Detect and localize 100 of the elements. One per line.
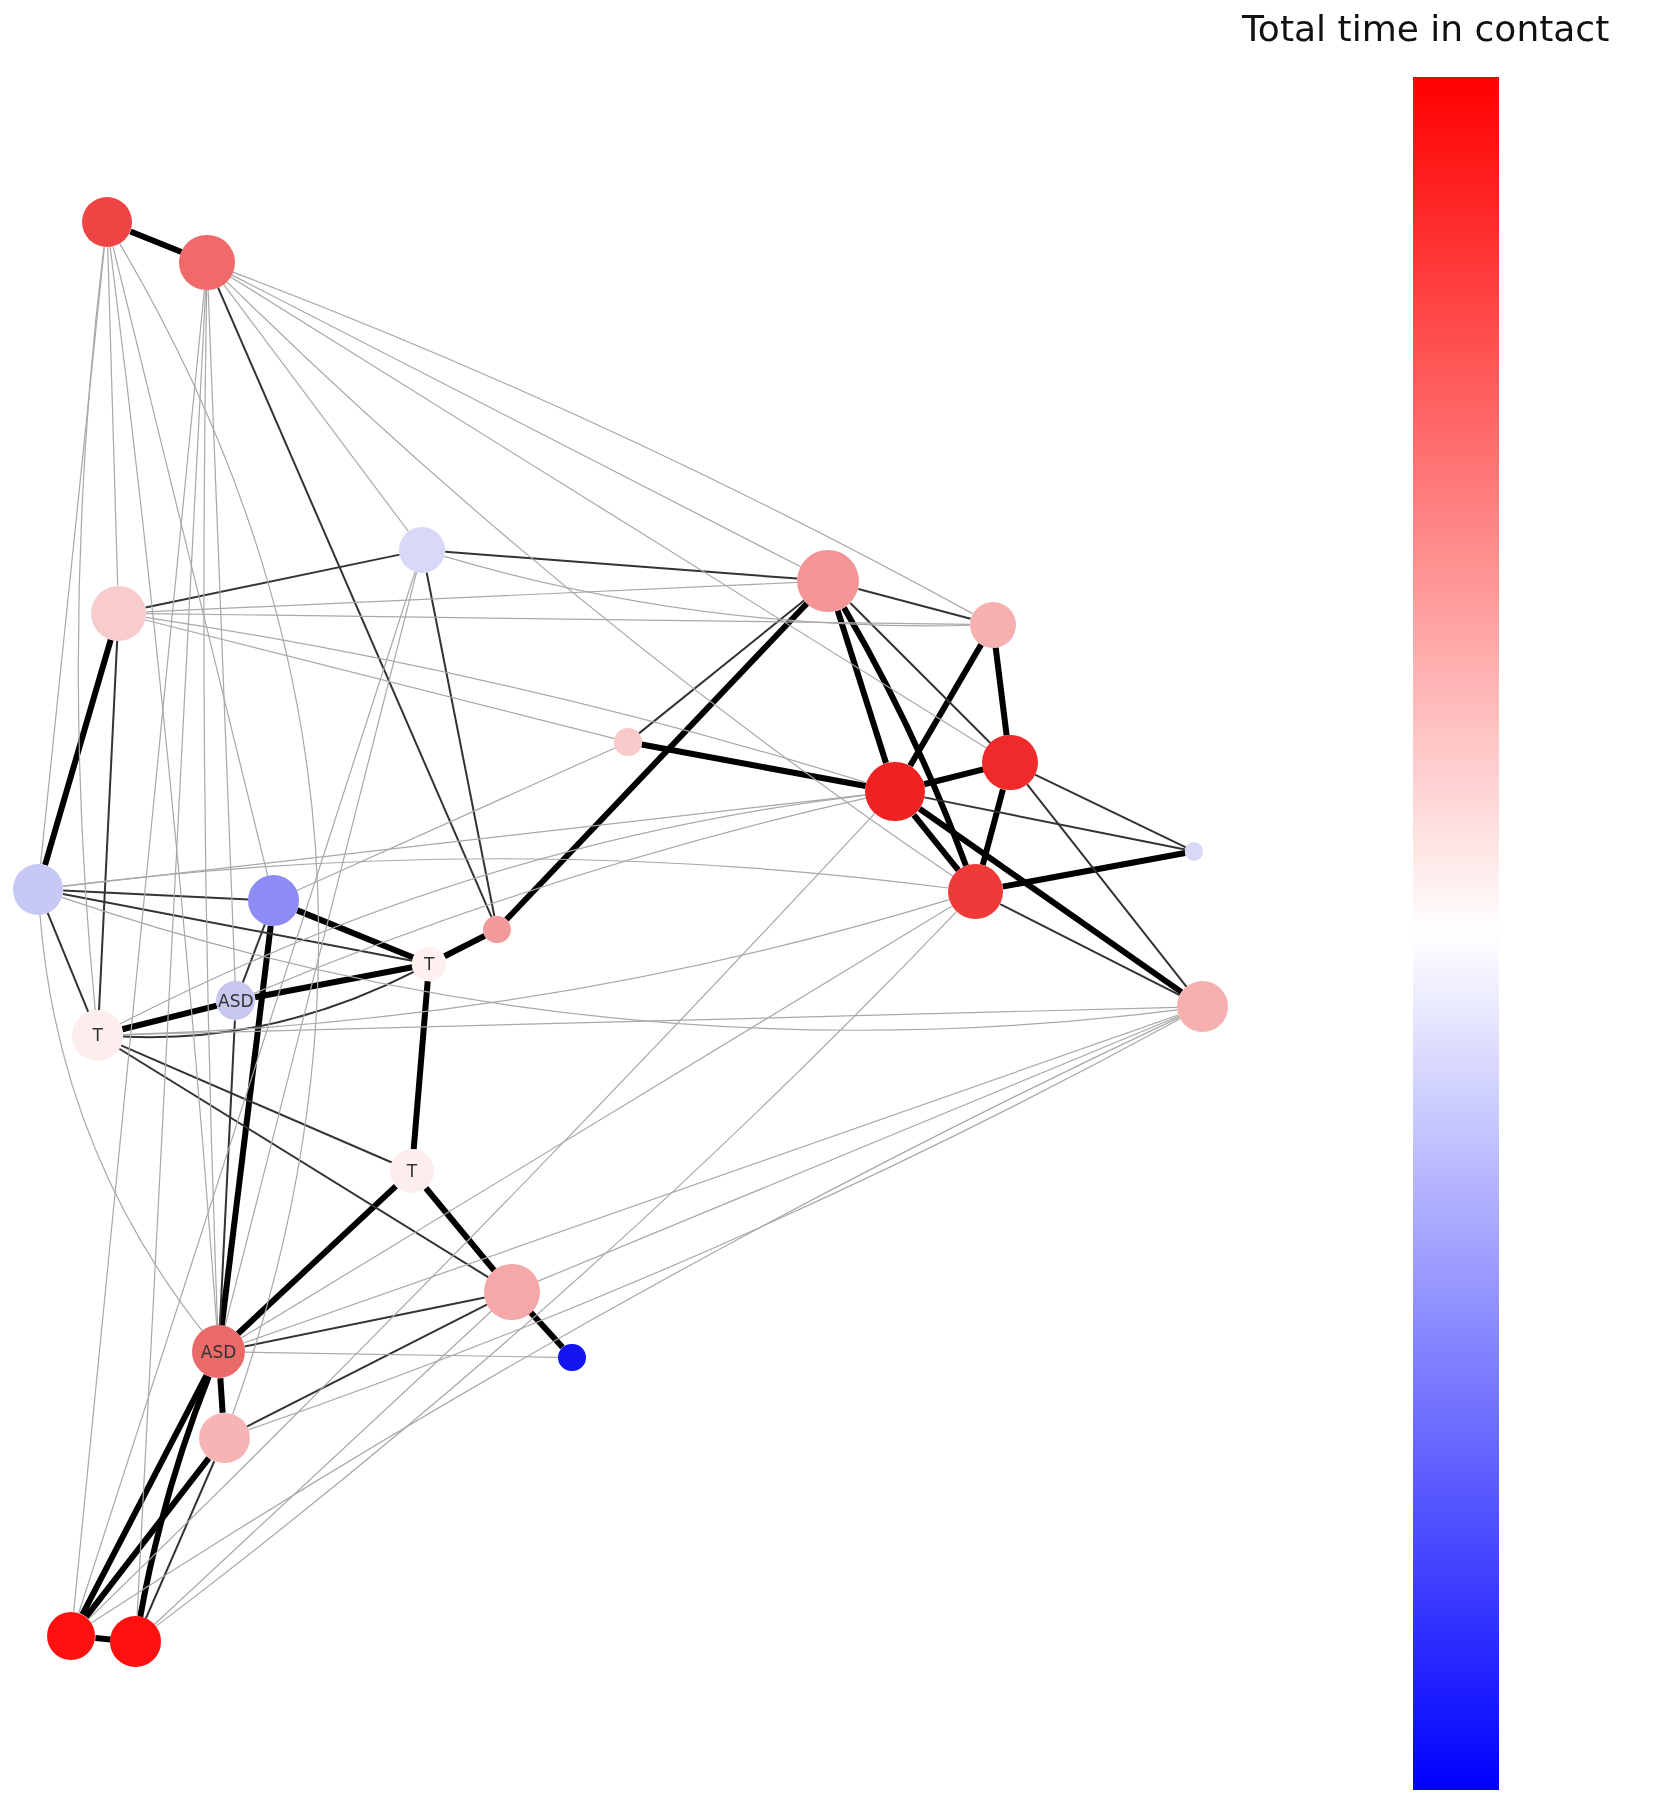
network-edge bbox=[423, 1186, 497, 1273]
network-edge bbox=[90, 1016, 1180, 1624]
network-edge bbox=[999, 903, 1181, 997]
network-edge bbox=[145, 612, 971, 625]
network-edge bbox=[247, 1018, 1181, 1431]
network-edge bbox=[62, 858, 949, 889]
network-edge bbox=[88, 812, 876, 1620]
network-node bbox=[982, 735, 1038, 791]
network-edge bbox=[841, 606, 969, 867]
network-edge bbox=[121, 1002, 218, 1033]
network-edge bbox=[243, 1296, 486, 1348]
network-node bbox=[1176, 981, 1228, 1032]
network-node bbox=[614, 728, 642, 756]
network-edge bbox=[207, 289, 236, 982]
network-edge bbox=[83, 1456, 212, 1619]
network-node bbox=[557, 1343, 586, 1372]
network-edge bbox=[223, 283, 410, 533]
network-edge bbox=[1033, 773, 1187, 849]
network-edge bbox=[120, 1044, 393, 1164]
network-edge bbox=[425, 571, 496, 917]
network-edge bbox=[136, 289, 207, 1617]
network-edge bbox=[231, 274, 802, 568]
network-edge bbox=[244, 1351, 559, 1358]
network-node: T bbox=[411, 946, 447, 982]
network-edge bbox=[1026, 783, 1188, 988]
network-edge bbox=[107, 246, 119, 587]
network-edge bbox=[153, 1310, 493, 1626]
network-edge bbox=[229, 276, 988, 749]
network-edge bbox=[242, 1014, 1179, 1344]
network-edge bbox=[245, 1303, 489, 1428]
network-edge bbox=[235, 1183, 398, 1336]
network-edge bbox=[218, 925, 274, 1326]
network-edge bbox=[39, 913, 203, 1332]
network-edge bbox=[119, 243, 320, 1415]
network-edge bbox=[911, 812, 961, 872]
network-node bbox=[865, 761, 925, 822]
network-edge bbox=[296, 747, 617, 892]
network-edge bbox=[857, 587, 972, 620]
network-edge bbox=[226, 281, 954, 877]
network-edge bbox=[217, 286, 493, 918]
network-node bbox=[797, 549, 860, 612]
network-edge bbox=[203, 289, 219, 1326]
network-edge bbox=[1002, 850, 1186, 890]
network-edge bbox=[145, 581, 798, 613]
network-edge bbox=[410, 981, 431, 1150]
network-edge bbox=[979, 788, 1006, 866]
network-edge bbox=[119, 794, 866, 1025]
network-node bbox=[947, 864, 1004, 920]
network-edge bbox=[95, 1635, 111, 1643]
network-edge bbox=[155, 910, 958, 1627]
network-edge bbox=[218, 1019, 236, 1327]
network-edge bbox=[122, 970, 415, 1039]
network-edge bbox=[232, 271, 974, 615]
network-edge bbox=[42, 638, 114, 866]
network-edge bbox=[122, 899, 950, 1036]
network-edge bbox=[61, 893, 414, 962]
network-node bbox=[248, 875, 300, 927]
network-edge bbox=[504, 601, 810, 922]
network-edge bbox=[39, 246, 105, 865]
network-edge bbox=[98, 639, 119, 1012]
network-edge bbox=[61, 896, 1178, 1031]
network-node bbox=[110, 1616, 162, 1667]
network-edge bbox=[849, 601, 992, 745]
network-node bbox=[399, 526, 446, 573]
network-edge bbox=[528, 1310, 565, 1350]
network-edge bbox=[109, 246, 218, 1326]
network-edge bbox=[129, 228, 183, 255]
network-edge bbox=[224, 571, 418, 1327]
network-edge bbox=[923, 796, 1187, 851]
network-edge bbox=[536, 1015, 1180, 1282]
network-node bbox=[1184, 842, 1204, 861]
network-edge bbox=[62, 889, 250, 901]
network-node bbox=[47, 1611, 96, 1661]
network-edge bbox=[112, 246, 269, 877]
network-edge bbox=[217, 1378, 226, 1413]
network-edge bbox=[78, 571, 416, 1614]
network-edge bbox=[253, 797, 867, 994]
network-node: T bbox=[390, 1149, 434, 1193]
network-edge bbox=[240, 905, 953, 1339]
network-edge bbox=[145, 616, 868, 784]
network-node: ASD bbox=[192, 1325, 245, 1379]
network-node bbox=[199, 1412, 250, 1464]
network-edge bbox=[917, 806, 1184, 995]
network-edge bbox=[443, 933, 487, 959]
network-edge bbox=[834, 609, 889, 764]
network-edge bbox=[137, 1375, 212, 1618]
network-edge bbox=[77, 246, 105, 1011]
network-edge bbox=[144, 1460, 216, 1620]
network-node: ASD bbox=[216, 981, 256, 1021]
network-edge bbox=[73, 289, 205, 1613]
network-edge bbox=[443, 555, 971, 627]
network-node bbox=[969, 601, 1016, 648]
network-edge bbox=[144, 553, 401, 609]
network-edge bbox=[296, 907, 415, 961]
colorbar-title: Total time in contact bbox=[1242, 8, 1610, 49]
network-edge bbox=[637, 599, 806, 735]
network-edge bbox=[907, 643, 984, 768]
network-node bbox=[179, 234, 235, 290]
network-node bbox=[483, 915, 511, 944]
network-node bbox=[484, 1264, 540, 1320]
